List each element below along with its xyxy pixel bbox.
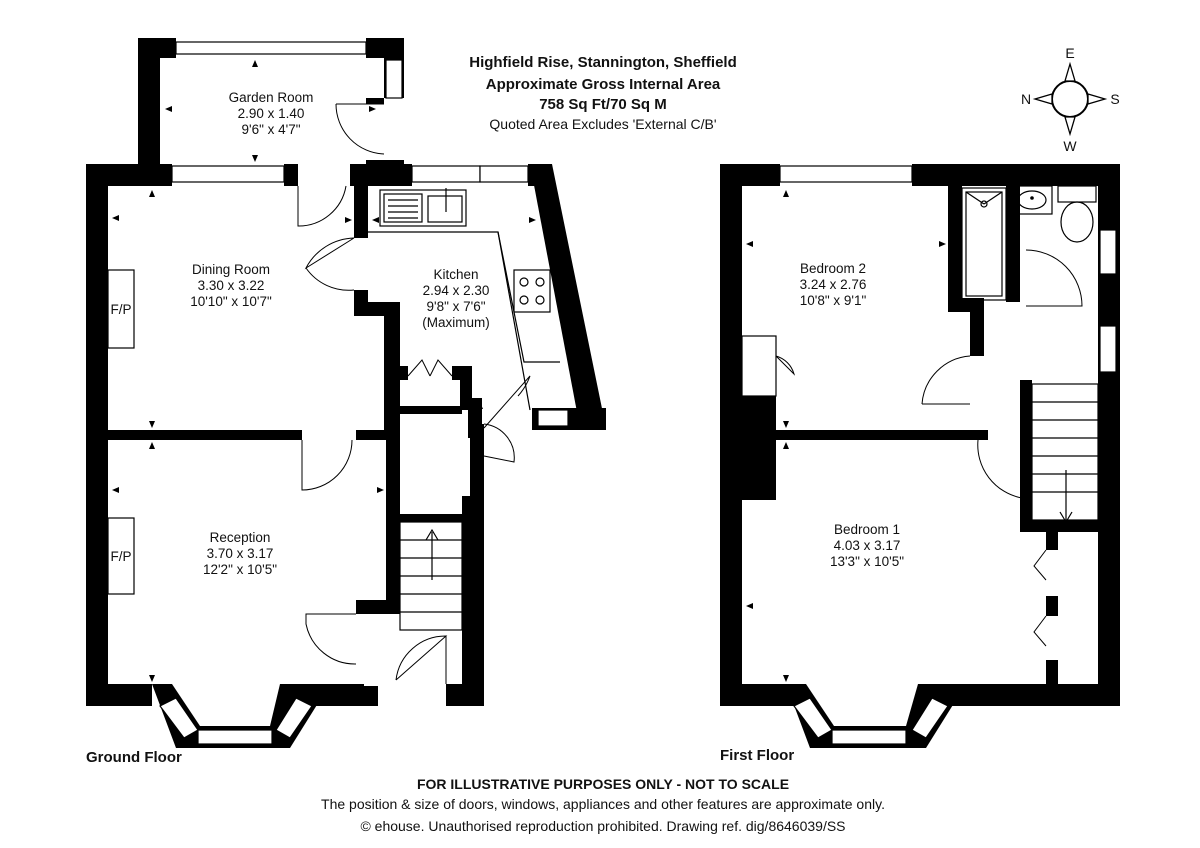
garden-room-imperial: 9'6" x 4'7" xyxy=(241,122,300,137)
basin-icon xyxy=(1011,185,1053,215)
first-floor-plan: Bedroom 2 3.24 x 2.76 10'8" x 9'1" Bedro… xyxy=(720,164,1120,764)
area-heading: Approximate Gross Internal Area xyxy=(486,76,721,93)
area-note: Quoted Area Excludes 'External C/B' xyxy=(489,116,716,132)
bedroom-1-metric: 4.03 x 3.17 xyxy=(834,538,901,553)
bedroom-2-metric: 3.24 x 2.76 xyxy=(800,277,867,292)
area-value: 758 Sq Ft/70 Sq M xyxy=(539,96,667,113)
toilet-icon xyxy=(1057,185,1097,243)
compass-n-label: N xyxy=(1021,91,1031,107)
reception-label: Reception 3.70 x 3.17 12'2" x 10'5" xyxy=(203,530,277,577)
kitchen-note: (Maximum) xyxy=(422,315,490,330)
reception-name: Reception xyxy=(210,530,271,545)
bedroom-2-label: Bedroom 2 3.24 x 2.76 10'8" x 9'1" xyxy=(800,261,867,308)
dining-room-imperial: 10'10" x 10'7" xyxy=(190,294,272,309)
kitchen-name: Kitchen xyxy=(433,267,478,282)
ground-measure-markers xyxy=(112,60,536,682)
compass-s-label: S xyxy=(1110,91,1119,107)
garden-room-name: Garden Room xyxy=(229,90,314,105)
sink-icon xyxy=(379,188,467,227)
ground-stairs-icon xyxy=(399,521,463,631)
compass-e-label: E xyxy=(1065,45,1074,61)
kitchen-imperial: 9'8" x 7'6" xyxy=(426,299,485,314)
kitchen-metric: 2.94 x 2.30 xyxy=(423,283,490,298)
compass-icon: E W N S xyxy=(1021,45,1120,154)
hob-icon xyxy=(513,269,551,313)
dining-room-label: Dining Room 3.30 x 3.22 10'10" x 10'7" xyxy=(190,262,272,309)
bedroom-1-imperial: 13'3" x 10'5" xyxy=(830,554,904,569)
kitchen-label: Kitchen 2.94 x 2.30 9'8" x 7'6" (Maximum… xyxy=(422,267,490,330)
disclaimer-heading: FOR ILLUSTRATIVE PURPOSES ONLY - NOT TO … xyxy=(417,776,789,792)
reception-fireplace-label: F/P xyxy=(110,549,131,564)
disclaimer-text: The position & size of doors, windows, a… xyxy=(321,796,885,812)
plan-header: Highfield Rise, Stannington, Sheffield A… xyxy=(469,54,737,132)
garden-room-label: Garden Room 2.90 x 1.40 9'6" x 4'7" xyxy=(229,90,314,137)
garden-room-metric: 2.90 x 1.40 xyxy=(238,106,305,121)
copyright-text: © ehouse. Unauthorised reproduction proh… xyxy=(360,818,845,834)
first-measure-markers xyxy=(746,190,1058,682)
dining-room-metric: 3.30 x 3.22 xyxy=(198,278,265,293)
first-stairs-icon xyxy=(1031,383,1099,524)
dining-room-name: Dining Room xyxy=(192,262,270,277)
ground-floor-plan: F/P F/P xyxy=(86,38,606,766)
bedroom-2-name: Bedroom 2 xyxy=(800,261,866,276)
compass-w-label: W xyxy=(1063,138,1077,154)
address-title: Highfield Rise, Stannington, Sheffield xyxy=(469,54,737,71)
dining-fireplace-label: F/P xyxy=(110,302,131,317)
bath-icon xyxy=(961,187,1007,301)
bedroom-2-imperial: 10'8" x 9'1" xyxy=(800,293,867,308)
first-floor-label: First Floor xyxy=(720,747,794,764)
bedroom-1-name: Bedroom 1 xyxy=(834,522,900,537)
plan-footer: FOR ILLUSTRATIVE PURPOSES ONLY - NOT TO … xyxy=(321,776,885,834)
bedroom-1-label: Bedroom 1 4.03 x 3.17 13'3" x 10'5" xyxy=(830,522,904,569)
reception-imperial: 12'2" x 10'5" xyxy=(203,562,277,577)
ground-floor-label: Ground Floor xyxy=(86,749,182,766)
reception-metric: 3.70 x 3.17 xyxy=(207,546,274,561)
